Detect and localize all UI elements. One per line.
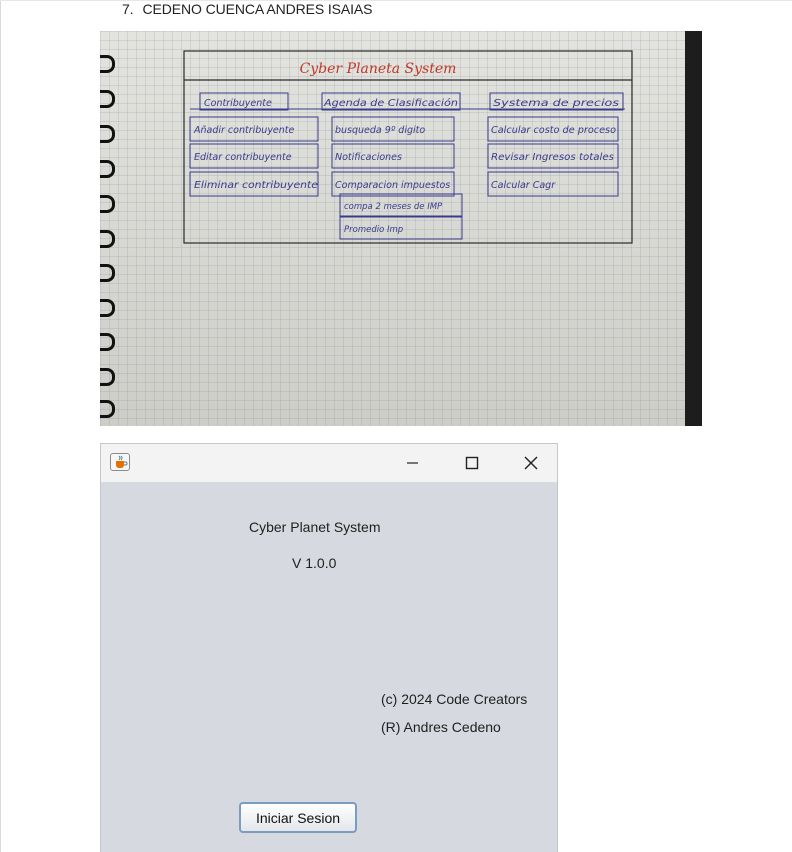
sketch-menu-item (487, 171, 619, 197)
sketch-col3-item: Calcular Cagr (491, 180, 556, 191)
login-button[interactable]: Iniciar Sesion (239, 802, 357, 833)
minimize-icon (407, 462, 418, 464)
list-item-text: CEDENO CUENCA ANDRES ISAIAS (142, 1, 373, 17)
sketch-menu-item (189, 171, 319, 197)
list-item-heading: 7. CEDENO CUENCA ANDRES ISAIAS (122, 1, 373, 17)
list-item-number: 7. (122, 1, 134, 17)
sketch-col2-subitem: compa 2 meses de IMP (344, 202, 443, 212)
sketch-menu-item (331, 116, 455, 142)
sketch-menu-item (487, 116, 619, 142)
copyright-label: (c) 2024 Code Creators (381, 691, 528, 707)
spiral-ring (100, 264, 115, 282)
spiral-ring (100, 400, 115, 418)
sketch-menu-item (189, 143, 319, 169)
spiral-ring (100, 160, 115, 178)
sketch-menu-item (331, 171, 455, 197)
close-icon (524, 456, 538, 470)
sketch-menu-contribuyente (199, 92, 289, 111)
spiral-ring (100, 195, 115, 213)
sketch-col2-subitem: Promedio Imp (344, 225, 403, 235)
sketch-photo: Cyber Planeta System (100, 31, 702, 426)
java-cup-icon[interactable] (110, 453, 130, 471)
sketch-col1-header: Contribuyente (204, 98, 272, 109)
spiral-ring (100, 368, 115, 386)
spiral-ring (100, 230, 115, 248)
page-left-edge (0, 0, 1, 852)
sketch-submenu-item (339, 193, 463, 217)
sketch-menu-item (189, 116, 319, 142)
close-button[interactable] (507, 450, 553, 476)
sketch-col2-item: Notificaciones (335, 152, 402, 163)
sketch-menu-item (331, 143, 455, 169)
sketch-menu-precios (489, 92, 624, 111)
sketch-title: Cyber Planeta System (300, 61, 457, 77)
sketch-submenu-item (339, 216, 463, 240)
sketch-col3-item: Revisar Ingresos totales (491, 152, 614, 163)
spiral-ring (100, 55, 115, 73)
maximize-icon (465, 456, 479, 470)
sketch-col3-item: Calcular costo de proceso (491, 125, 616, 136)
spiral-ring (100, 299, 115, 317)
version-label: V 1.0.0 (292, 555, 337, 571)
maximize-button[interactable] (449, 450, 495, 476)
sketch-col2-header: Agenda de Clasificación (323, 98, 458, 109)
about-dialog: Cyber Planet System V 1.0.0 (c) 2024 Cod… (100, 443, 558, 852)
page-top-edge (0, 0, 792, 1)
sketch-col2-item: Comparacion impuestos (335, 180, 450, 191)
window-titlebar[interactable] (101, 444, 557, 482)
app-title-label: Cyber Planet System (249, 519, 381, 535)
sketch-col2-item: busqueda 9º digito (335, 125, 425, 136)
spiral-ring (100, 333, 115, 351)
sketch-col1-item: Editar contribuyente (194, 152, 292, 163)
sketch-menu-item (487, 143, 619, 169)
sketch-drawing: Cyber Planeta System (183, 50, 633, 244)
sketch-window-frame (183, 50, 633, 244)
notebook-paper: Cyber Planeta System (100, 31, 685, 426)
spiral-ring (100, 90, 115, 108)
sketch-col1-item: Eliminar contribuyente (194, 180, 318, 191)
registered-label: (R) Andres Cedeno (381, 719, 501, 735)
minimize-button[interactable] (389, 450, 435, 476)
spiral-ring (100, 125, 115, 143)
sketch-menu-agenda (321, 92, 461, 111)
sketch-col1-item: Añadir contribuyente (193, 125, 295, 136)
sketch-col3-header: Systema de precios (493, 98, 619, 109)
